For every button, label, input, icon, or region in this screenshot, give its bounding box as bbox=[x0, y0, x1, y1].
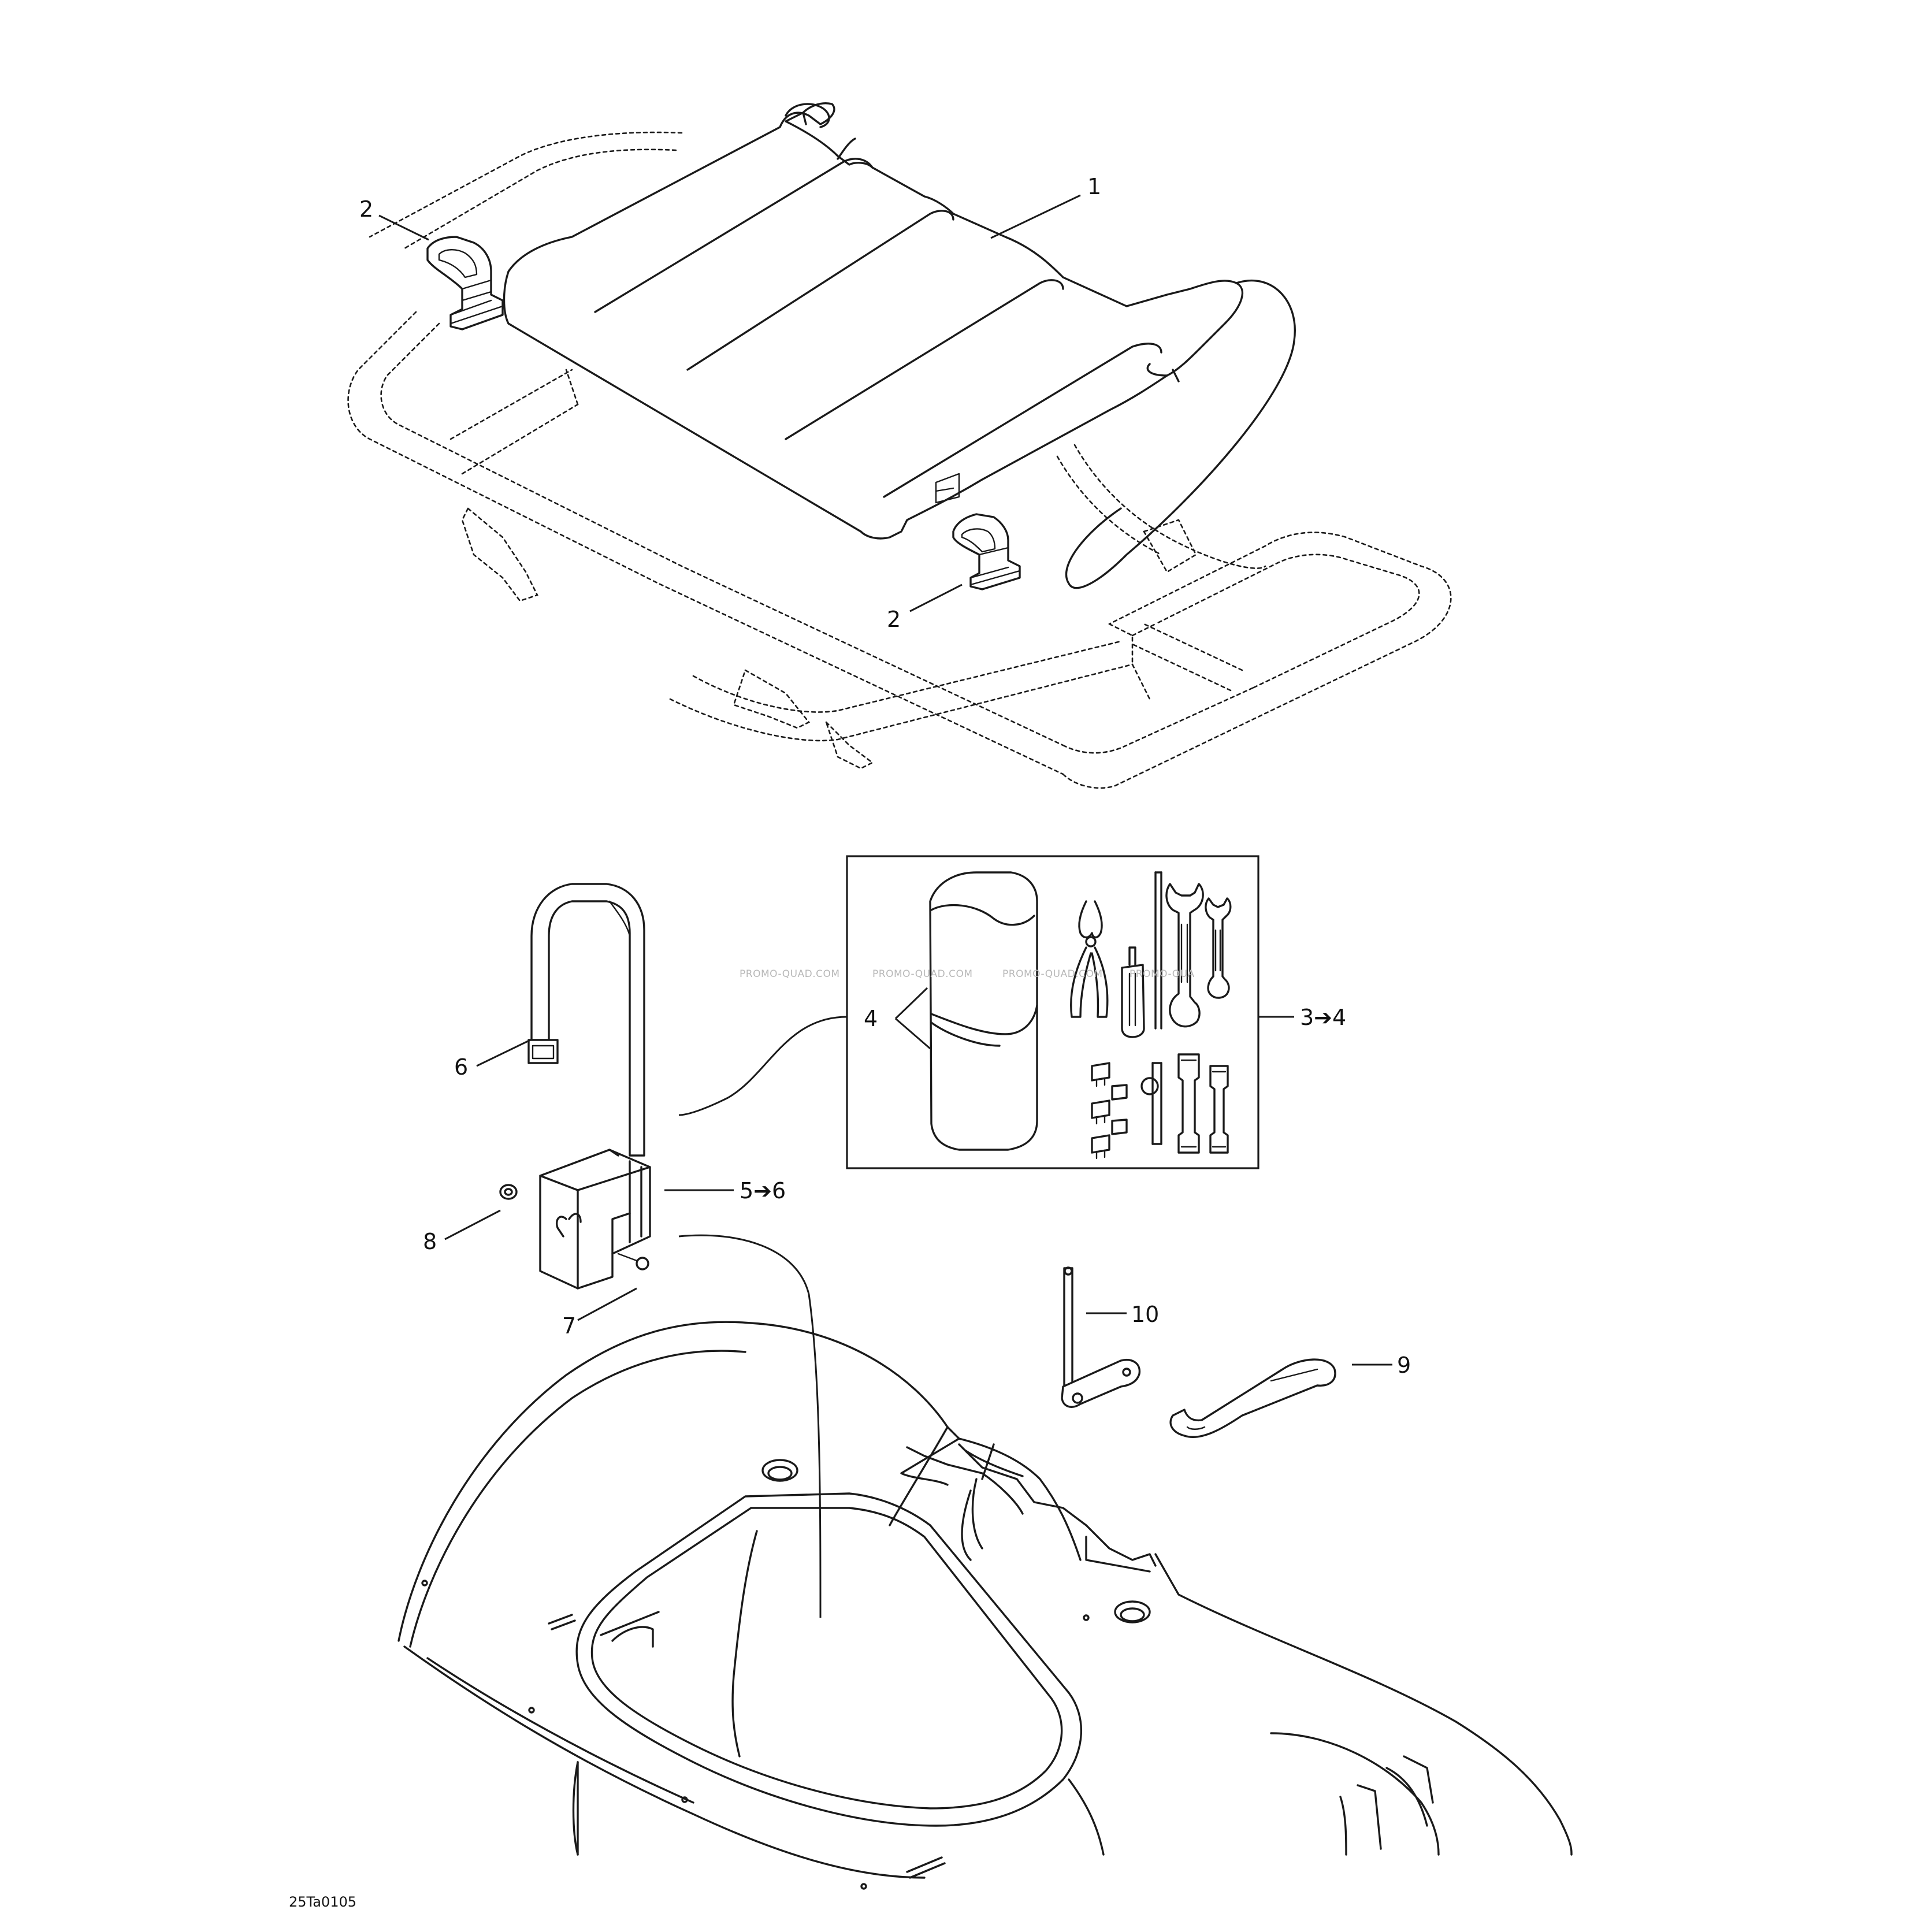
tool-kit-frame bbox=[846, 855, 1259, 1169]
buckle-lower bbox=[952, 513, 1021, 590]
spanner-wrench bbox=[1061, 1266, 1141, 1408]
wrench-small-icon bbox=[1205, 897, 1232, 999]
watermark-4: PROMO-QUA bbox=[1130, 968, 1195, 980]
strap bbox=[527, 883, 645, 1157]
screwdriver-icon bbox=[1121, 946, 1145, 1038]
fuse-icon bbox=[1091, 1062, 1128, 1160]
rod-icon bbox=[1154, 871, 1162, 1030]
callout-10: 10 bbox=[1131, 1302, 1159, 1327]
watermark-2: PROMO-QUAD.COM bbox=[872, 968, 973, 980]
callout-2-lower: 2 bbox=[887, 607, 901, 632]
tool-bag bbox=[929, 871, 1038, 1151]
callout-9: 9 bbox=[1397, 1353, 1411, 1378]
screw bbox=[617, 1253, 649, 1270]
callout-1: 1 bbox=[1087, 174, 1101, 199]
leader-lines bbox=[378, 194, 1392, 1618]
socket-tool-icon bbox=[1140, 1062, 1162, 1145]
callout-2-upper: 2 bbox=[359, 196, 373, 222]
washer bbox=[499, 1184, 518, 1200]
callout-7: 7 bbox=[562, 1313, 576, 1339]
rear-rack-frame bbox=[347, 131, 1452, 789]
wrench-large-icon bbox=[1165, 883, 1204, 1028]
callout-5-to-6: 5➔6 bbox=[740, 1178, 786, 1203]
callout-4: 4 bbox=[864, 1006, 878, 1031]
callout-6: 6 bbox=[454, 1054, 468, 1080]
pliers-icon bbox=[1070, 900, 1109, 1018]
watermark-3: PROMO-QUAD.COM bbox=[1002, 968, 1103, 980]
callout-3-to-4: 3➔4 bbox=[1300, 1005, 1346, 1030]
box-wrench-icon bbox=[1177, 1053, 1229, 1154]
rear-fender bbox=[397, 1321, 1573, 1890]
buckle-upper bbox=[426, 236, 504, 330]
rack-bag bbox=[503, 102, 1296, 589]
hook-spanner bbox=[1169, 1358, 1336, 1438]
watermark-1: PROMO-QUAD.COM bbox=[740, 968, 840, 980]
drawing-code: 25Ta0105 bbox=[289, 1894, 356, 1910]
tool-holder-bracket bbox=[539, 1149, 651, 1290]
callout-8: 8 bbox=[423, 1229, 437, 1254]
